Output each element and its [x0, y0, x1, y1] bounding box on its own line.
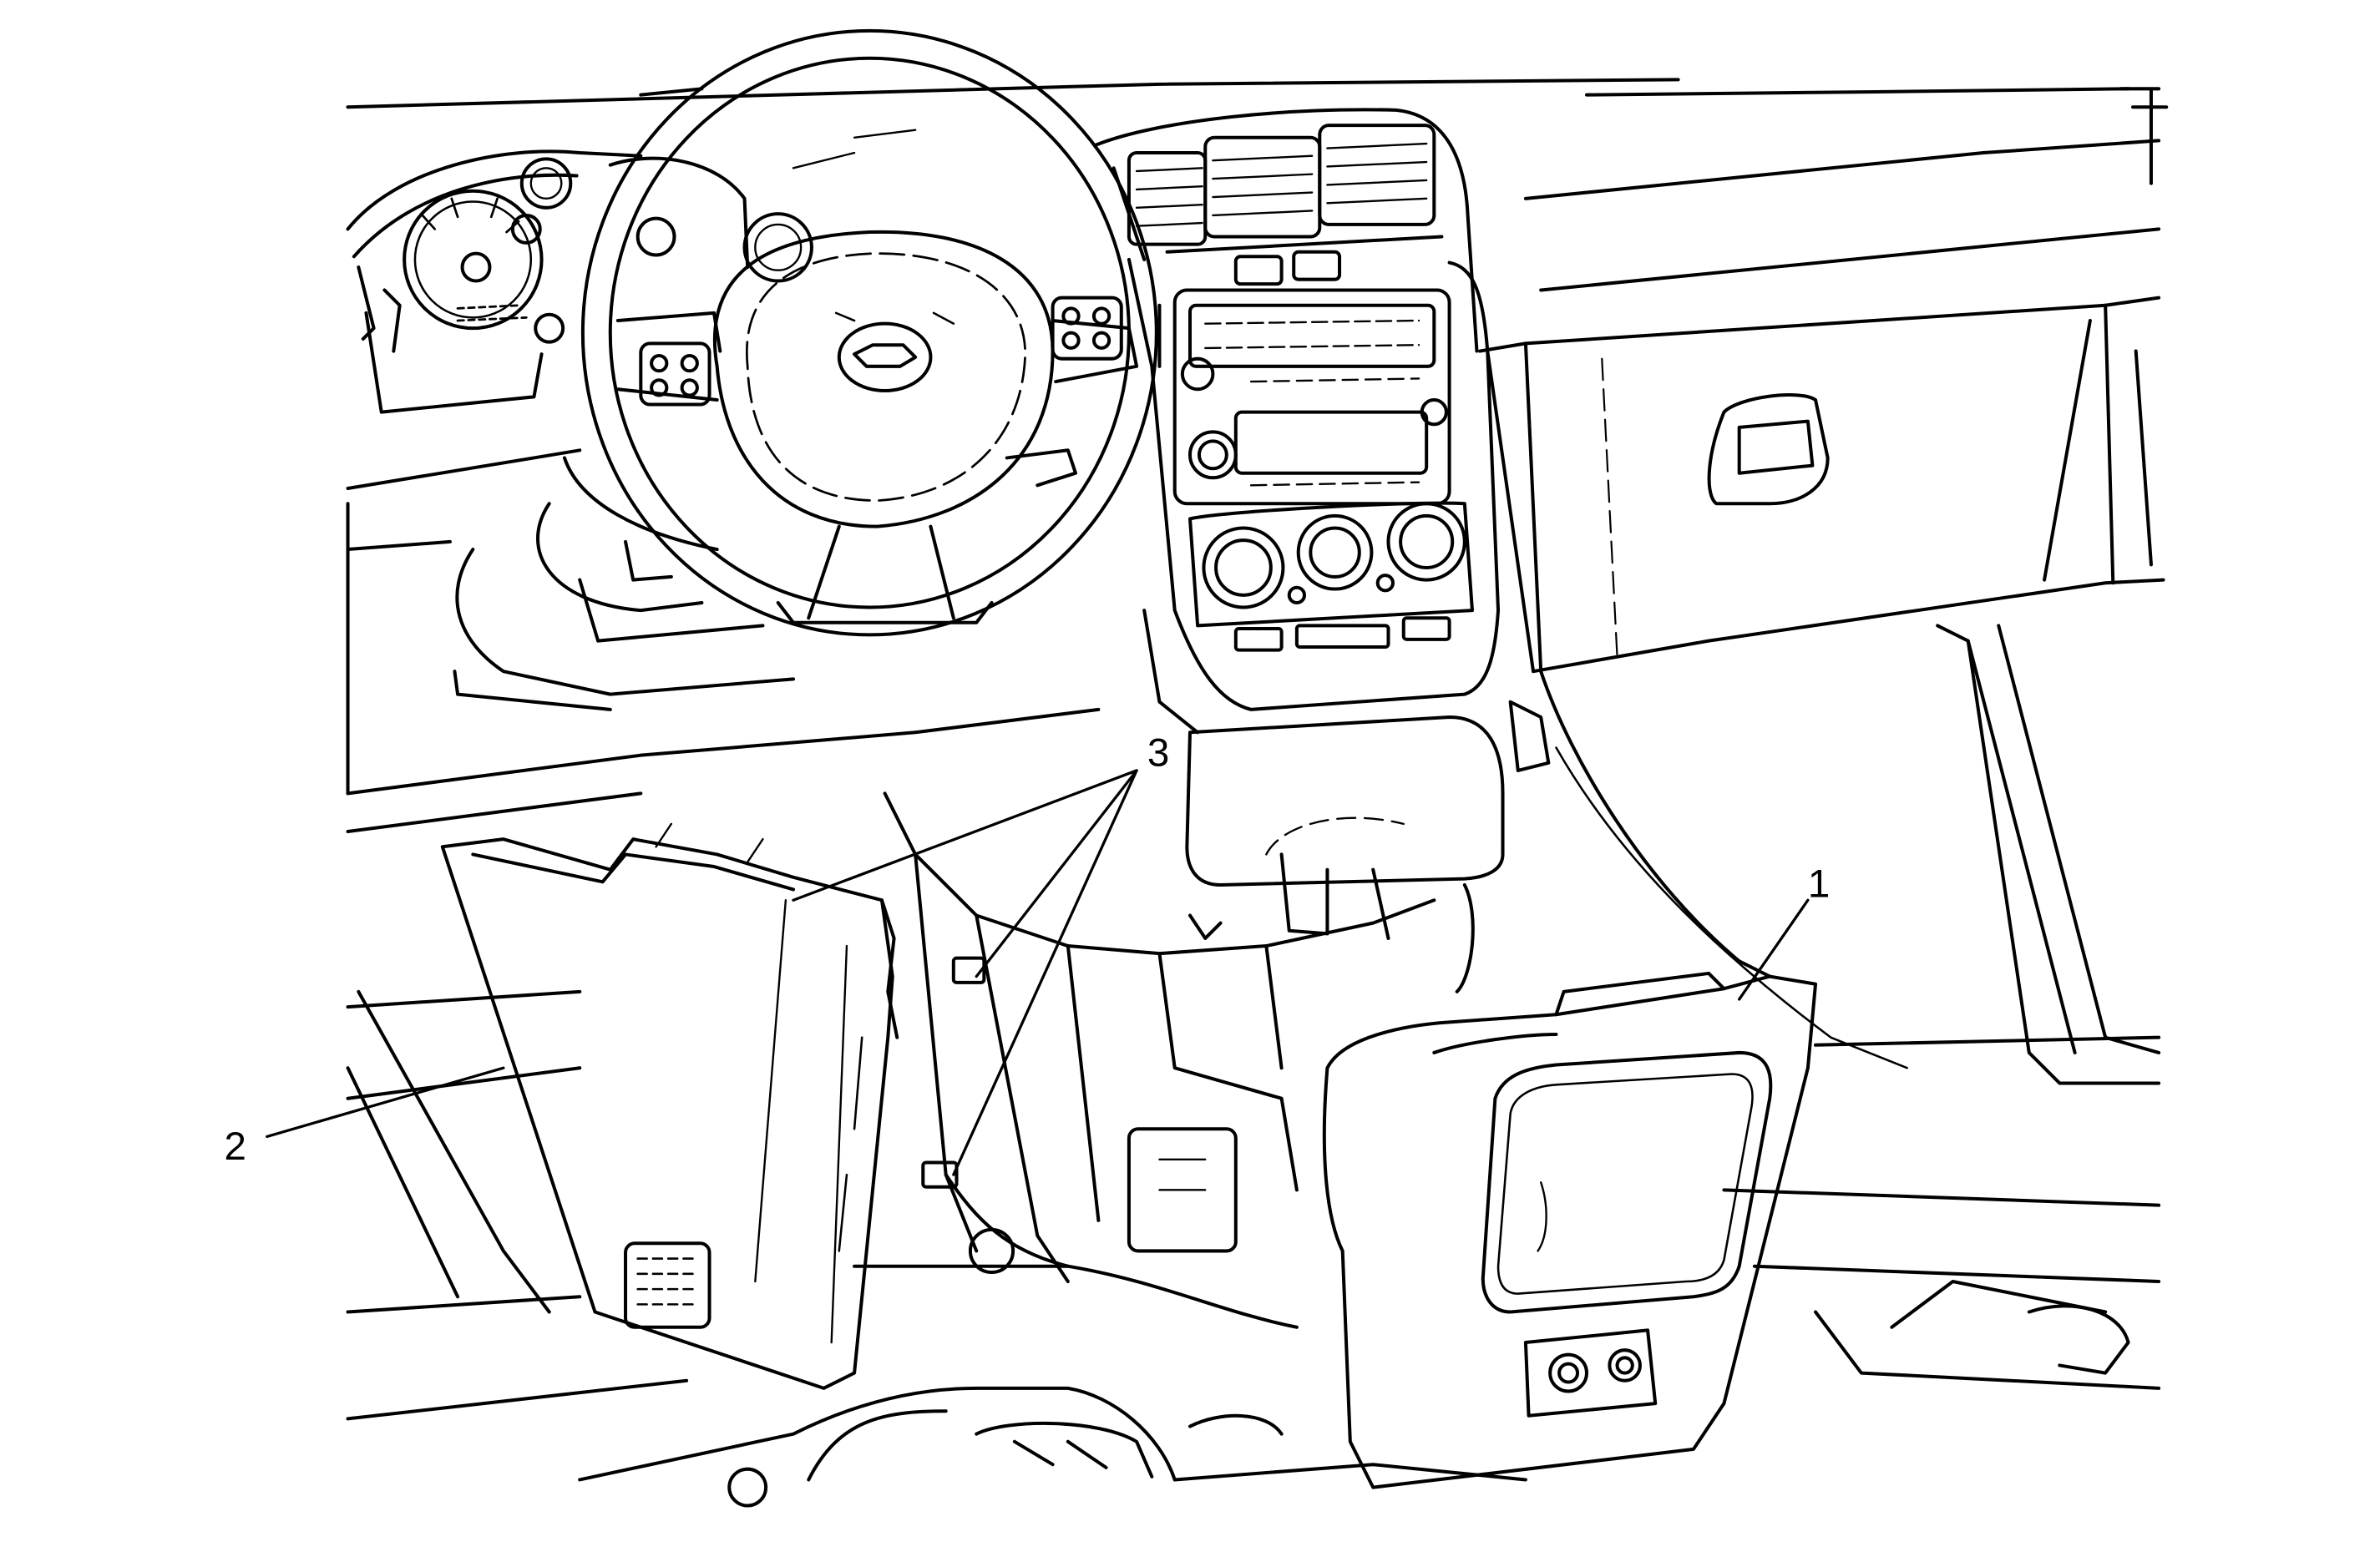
knee-bolster-panel: [440, 822, 899, 1390]
steering-wheel: [453, 28, 1158, 711]
console-extension-panel: [1322, 971, 1818, 1489]
leader-line-3b: [975, 769, 1138, 978]
lower-dash-floor: [346, 624, 2161, 1508]
glove-box: [1707, 393, 1830, 506]
leader-line-2: [266, 1066, 505, 1139]
leader-lines: [266, 769, 1810, 1176]
leader-line-3a: [792, 769, 1138, 902]
dashboard-top: [346, 78, 2169, 674]
instrument-cluster: [346, 149, 813, 796]
callout-2-label: 2: [225, 1125, 246, 1169]
leader-line-3c: [952, 769, 1138, 1176]
center-stack: [1093, 108, 1505, 887]
callout-labels: 1 2 3: [225, 730, 1831, 1168]
leader-line-1: [1738, 898, 1810, 1001]
callout-3-label: 3: [1147, 730, 1169, 775]
callout-1-label: 1: [1808, 862, 1830, 907]
